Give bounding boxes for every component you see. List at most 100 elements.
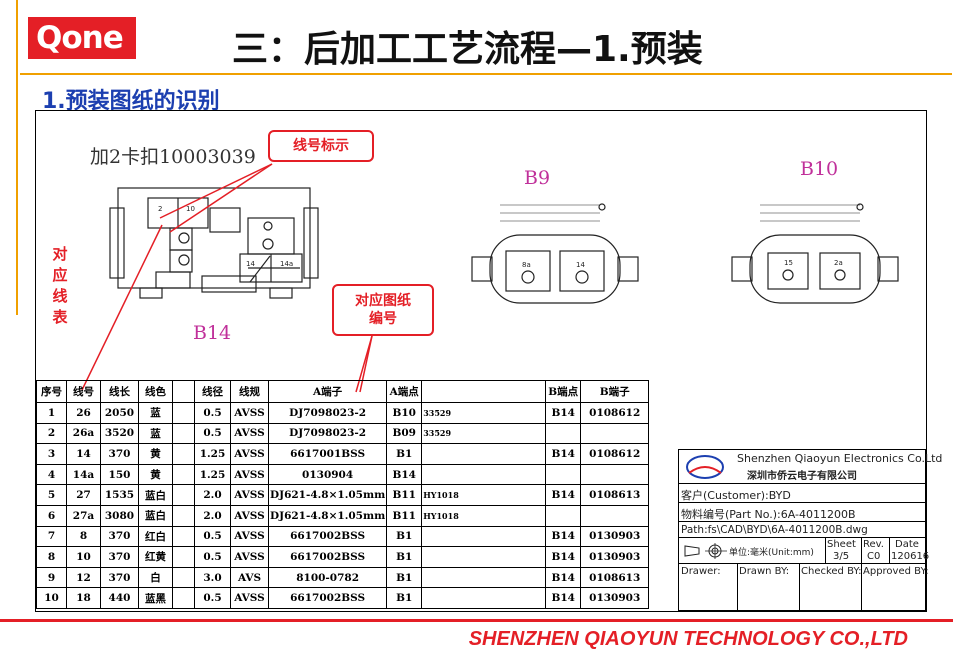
cell-seq: 10 xyxy=(36,587,67,609)
company-logo: Qone xyxy=(28,17,136,59)
cell-a-terminal: DJ621-4.8×1.05mm xyxy=(267,504,388,527)
cell-b-terminal: 0108613 xyxy=(580,484,650,506)
cell-wire-no: 26a xyxy=(66,422,101,445)
cell-gauge: 0.5 xyxy=(194,422,231,445)
cell-b-end: B14 xyxy=(545,587,582,609)
wire-table-header-row: 序号 线号 线长 线色 线径 线规 A端子 A端点 B端点 B端子 xyxy=(36,380,650,403)
tb-unit-row xyxy=(679,538,925,564)
tb-divider-1 xyxy=(825,538,826,564)
cell-b-terminal xyxy=(580,422,650,445)
cell-b-terminal: 0108612 xyxy=(580,402,650,424)
cell-a-end: B1 xyxy=(386,525,423,548)
cell-a-end: B1 xyxy=(386,443,423,465)
header-seq: 序号 xyxy=(36,380,67,403)
cell-color: 黄 xyxy=(138,443,173,465)
tb-drawn-by: Drawn BY: xyxy=(739,566,790,577)
cell-color: 蓝白 xyxy=(138,504,173,527)
callout-wire-number: 线号标示 xyxy=(268,130,374,162)
cell-a-end: B14 xyxy=(386,463,423,486)
footer-divider xyxy=(0,619,953,622)
cell-color: 蓝白 xyxy=(138,484,173,506)
cell-gauge: 3.0 xyxy=(194,566,231,589)
cell-length: 440 xyxy=(100,587,139,609)
cell-gauge: 1.25 xyxy=(194,463,231,486)
tb-sheet-label: Sheet xyxy=(827,539,856,550)
tb-part-no: 物料编号(Part No.):6A-4011200B xyxy=(681,508,856,521)
header-length: 线长 xyxy=(100,380,139,403)
cell-color: 蓝黑 xyxy=(138,587,173,609)
cell-gauge: 2.0 xyxy=(194,484,231,506)
cell-a-terminal: DJ621-4.8×1.05mm xyxy=(267,484,388,506)
cell-spec: AVSS xyxy=(230,484,269,506)
cell-a-end: B11 xyxy=(386,504,423,527)
cell-blank xyxy=(172,443,195,465)
cell-b-terminal: 0130903 xyxy=(580,546,650,568)
callout-drawing-number-line1: 对应图纸 xyxy=(355,293,411,309)
cell-wiring xyxy=(421,443,547,465)
cell-a-terminal: 6617002BSS xyxy=(267,546,388,568)
b10-pin-a: 15 xyxy=(784,259,793,267)
cell-wire-no: 27 xyxy=(66,484,101,506)
cell-b-end: B14 xyxy=(545,402,582,424)
cell-a-terminal: DJ7098023-2 xyxy=(267,422,388,445)
cell-seq: 2 xyxy=(36,422,67,445)
cell-seq: 4 xyxy=(36,463,67,486)
header-gauge: 线径 xyxy=(194,380,231,403)
cell-wire-no: 14 xyxy=(66,443,101,465)
cell-gauge: 2.0 xyxy=(194,504,231,527)
b14-pin-14a: 14a xyxy=(280,260,293,268)
cell-seq: 6 xyxy=(36,504,67,527)
cell-color: 红白 xyxy=(138,525,173,548)
cell-blank xyxy=(172,587,195,609)
header-a-terminal: A端子 xyxy=(267,380,388,403)
cell-color: 蓝 xyxy=(138,422,173,445)
tb-path: Path:fs\CAD\BYD\6A-4011200B.dwg xyxy=(681,524,868,536)
cell-length: 370 xyxy=(100,443,139,465)
qiaoyun-logo-icon xyxy=(686,455,724,479)
tb-divider-3 xyxy=(889,538,890,564)
callout-wire-table-char-3: 线 xyxy=(52,287,68,305)
cell-a-end: B09 xyxy=(386,422,423,445)
cell-wire-no: 14a xyxy=(66,463,101,486)
cell-a-terminal: 6617001BSS xyxy=(267,443,388,465)
cell-spec: AVSS xyxy=(230,587,269,609)
cell-wiring: 33529 xyxy=(421,422,547,445)
cell-blank xyxy=(172,546,195,568)
cell-blank xyxy=(172,463,195,486)
cell-b-end xyxy=(545,463,582,486)
drawing-frame xyxy=(35,110,927,612)
cell-gauge: 0.5 xyxy=(194,587,231,609)
cell-length: 2050 xyxy=(100,402,139,424)
tb-divider-5 xyxy=(799,564,800,612)
b10-pin-b: 2a xyxy=(834,259,843,267)
cell-b-end xyxy=(545,504,582,527)
cell-b-terminal xyxy=(580,463,650,486)
cell-wiring xyxy=(421,587,547,609)
projection-symbol-icon xyxy=(684,543,727,559)
tb-partno-row xyxy=(679,503,925,522)
tb-sheet-value: 3/5 xyxy=(833,551,850,562)
tb-approved-by: Approved BY: xyxy=(863,566,929,577)
cell-length: 3520 xyxy=(100,422,139,445)
cell-spec: AVS xyxy=(230,566,269,589)
cell-wire-no: 26 xyxy=(66,402,101,424)
cell-spec: AVSS xyxy=(230,422,269,445)
cell-blank xyxy=(172,422,195,445)
callout-drawing-number-line2: 编号 xyxy=(369,311,397,327)
cell-b-terminal xyxy=(580,504,650,527)
cell-spec: AVSS xyxy=(230,463,269,486)
cell-b-end: B14 xyxy=(545,566,582,589)
cell-seq: 5 xyxy=(36,484,67,506)
header-b-end: B端点 xyxy=(545,380,582,403)
connector-label-b9: B9 xyxy=(524,167,551,189)
cell-spec: AVSS xyxy=(230,546,269,568)
cell-b-end: B14 xyxy=(545,443,582,465)
cell-b-end: B14 xyxy=(545,546,582,568)
tb-divider-4 xyxy=(737,564,738,612)
cell-wiring xyxy=(421,463,547,486)
